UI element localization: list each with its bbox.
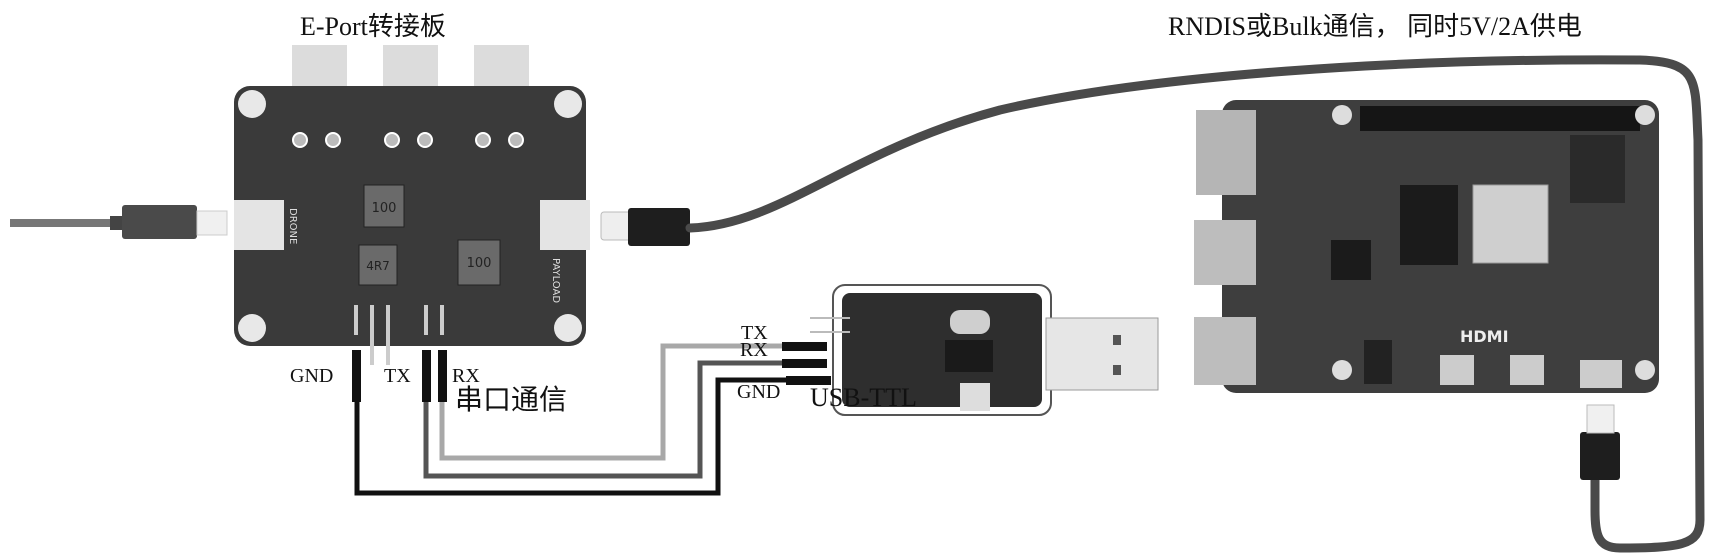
serial-comm-label: 串口通信 <box>455 385 568 416</box>
serial-wires <box>352 342 831 496</box>
usb-port <box>1194 220 1256 285</box>
svg-text:HDMI: HDMI <box>1460 327 1509 346</box>
usb-ttl-label: USB-TTL <box>810 383 917 412</box>
ttl-rx-label: RX <box>740 339 768 361</box>
payload-usb-cable <box>600 55 1705 553</box>
raspberry-pi-board: HDMI <box>1194 100 1659 393</box>
eport-title: E-Port转接板 <box>300 12 446 41</box>
svg-text:4R7: 4R7 <box>366 259 390 273</box>
ttl-tx-label: TX <box>741 322 768 344</box>
svg-text:DRONE: DRONE <box>287 208 298 244</box>
ethernet-port <box>1196 110 1256 195</box>
svg-text:100: 100 <box>372 201 397 216</box>
eport-rx-label: RX <box>452 365 480 387</box>
eport-tx-label: TX <box>384 365 411 387</box>
tx-jumper <box>422 350 431 402</box>
rndis-power-caption: RNDIS或Bulk通信， 同时5V/2A供电 <box>1168 12 1582 41</box>
eport-board: 100 4R7 100 DRONE PAYLOAD <box>234 45 590 365</box>
usb-ttl-module <box>810 284 1159 416</box>
drone-usb-cable <box>10 205 228 239</box>
svg-text:PAYLOAD: PAYLOAD <box>550 258 561 303</box>
svg-text:100: 100 <box>467 256 492 271</box>
gpio-header <box>1360 106 1640 131</box>
usb-port <box>1194 317 1256 385</box>
gnd-jumper <box>352 350 361 402</box>
ttl-gnd-label: GND <box>737 381 781 403</box>
eport-gnd-label: GND <box>290 365 334 387</box>
rx-jumper <box>438 350 447 402</box>
